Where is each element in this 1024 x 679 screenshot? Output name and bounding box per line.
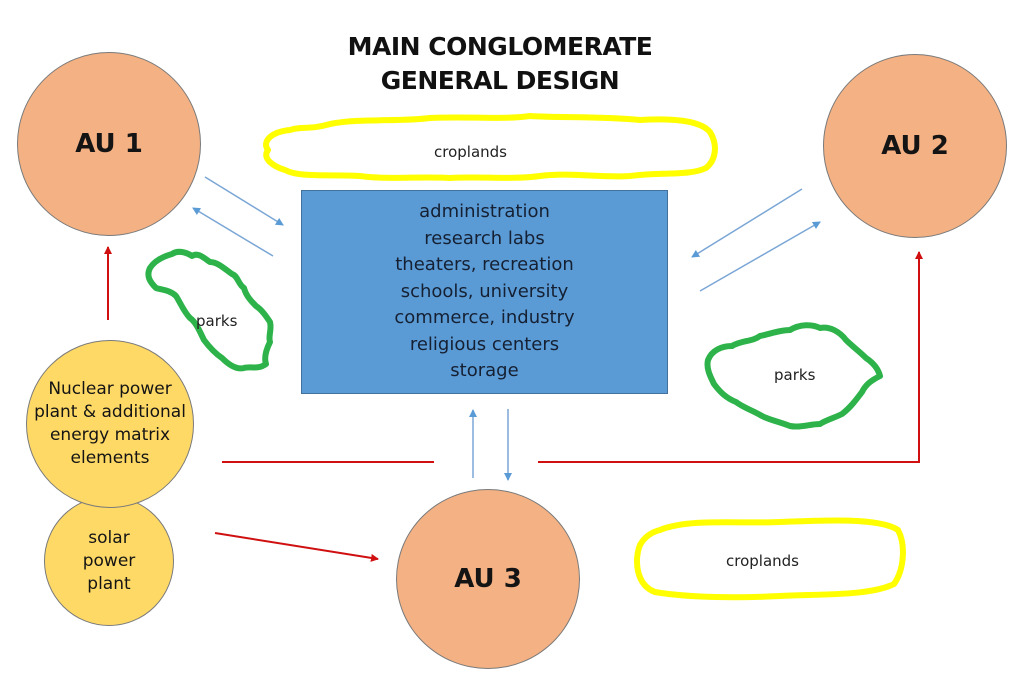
nuclear-line-3: energy matrix (49, 425, 171, 445)
flow-arrow-main-to-au1 (192, 207, 274, 257)
parks-right-label: parks (774, 366, 816, 384)
main-item: research labs (424, 227, 545, 249)
main-conglomerate-box: administration research labs theaters, r… (301, 190, 668, 394)
parks-left-label: parks (196, 312, 238, 330)
main-item: commerce, industry (394, 307, 575, 329)
croplands-bottom-outline (634, 517, 906, 601)
title-line-2: GENERAL DESIGN (380, 66, 620, 95)
parks-right-outline (704, 322, 883, 430)
au1-node: AU 1 (17, 52, 201, 236)
au3-node: AU 3 (396, 489, 580, 669)
flow-arrow-au1-to-main (204, 176, 284, 226)
au3-label: AU 3 (454, 564, 522, 594)
main-item: religious centers (409, 333, 560, 355)
croplands-top-outline (263, 113, 718, 181)
diagram-title: MAIN CONGLOMERATE GENERAL DESIGN (300, 30, 700, 98)
au1-label: AU 1 (75, 129, 143, 159)
flow-arrow-au2-to-main (691, 188, 803, 258)
au2-node: AU 2 (823, 54, 1007, 238)
energy-arrow-to-au3 (214, 532, 379, 562)
main-item: theaters, recreation (395, 254, 574, 276)
flow-arrow-main-to-au2 (699, 221, 821, 292)
energy-arrow-to-au2 (538, 251, 923, 463)
nuclear-plant-node: Nuclear power plant & additional energy … (26, 340, 194, 508)
main-item: administration (419, 201, 550, 223)
main-item: storage (450, 360, 519, 382)
croplands-top-label: croplands (434, 143, 507, 161)
nuclear-line-4: elements (70, 448, 150, 468)
parks-left-outline (145, 248, 274, 372)
solar-line-2: power (82, 550, 136, 571)
solar-line-1: solar (88, 527, 130, 548)
nuclear-line-2: plant & additional (34, 402, 186, 422)
au2-label: AU 2 (881, 131, 949, 161)
croplands-bottom-label: croplands (726, 552, 799, 570)
title-line-1: MAIN CONGLOMERATE (347, 32, 653, 61)
solar-line-3: plant (87, 573, 131, 594)
nuclear-line-1: Nuclear power (48, 379, 172, 399)
main-item: schools, university (400, 280, 569, 302)
solar-plant-node: solar power plant (44, 496, 174, 626)
